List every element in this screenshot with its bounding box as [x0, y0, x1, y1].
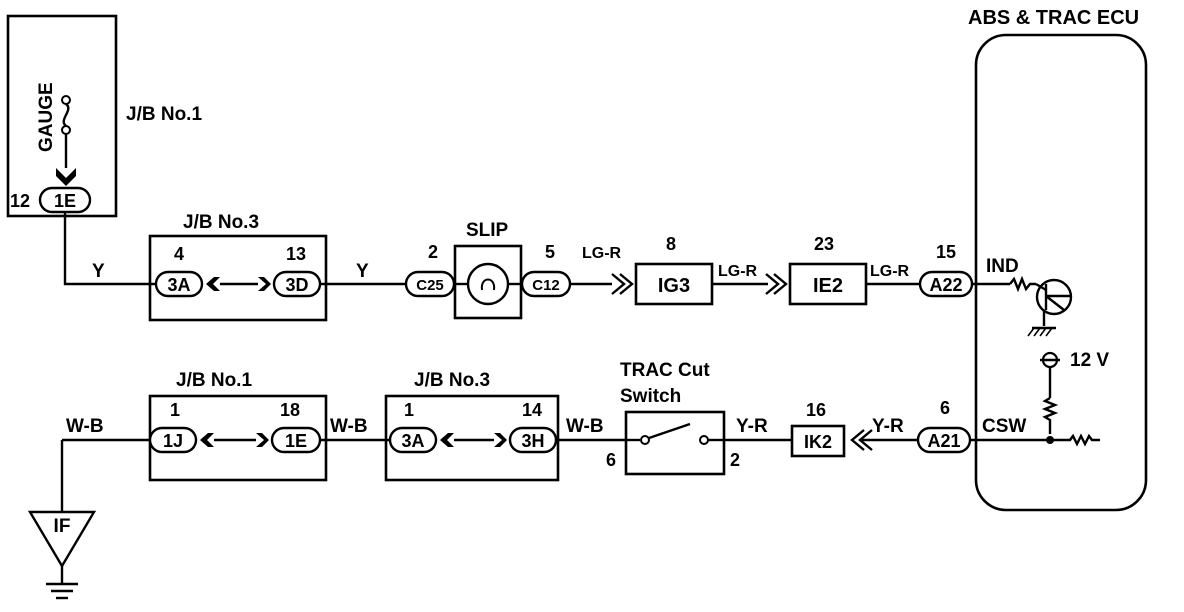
trac-switch-title-2: Switch: [620, 386, 681, 407]
jb3-bottom-right-conn-label: 3H: [521, 431, 544, 451]
wire-label-lgr2: LG-R: [718, 263, 758, 280]
jb3-top-box: [148, 234, 328, 322]
connector-arrow-icon: [256, 433, 269, 447]
supply-label: 12 V: [1070, 350, 1109, 371]
gauge-jb1-box: [6, 14, 118, 218]
connector-arrow-icon: [440, 433, 454, 447]
jb3-top-left-connector: [154, 270, 204, 298]
jb3-top-left-pin: 4: [174, 244, 184, 264]
trac-switch-box: [624, 410, 726, 476]
ground-label: IF: [54, 516, 71, 537]
gauge-label: GAUGE: [36, 82, 57, 152]
ie2-pin: 23: [814, 234, 834, 254]
wire-label-wb3: W-B: [566, 416, 604, 437]
jb1-bottom-title: J/B No.1: [176, 370, 252, 391]
ik2-pin: 16: [806, 400, 826, 420]
connector-arrow-icon: [206, 277, 220, 291]
ig3-label: IG3: [658, 275, 690, 297]
ig3-pin: 8: [666, 234, 676, 254]
wire-label-y1: Y: [92, 261, 105, 282]
trac-switch-left-pin: 6: [606, 450, 616, 470]
slip-lamp-icon: [466, 262, 510, 306]
ik2-label: IK2: [804, 432, 832, 452]
jb3-top-right-conn-label: 3D: [285, 275, 308, 295]
ie2-label: IE2: [813, 275, 843, 297]
jb1-bottom-right-conn-label: 1E: [285, 431, 307, 451]
resistor-icon: [1009, 275, 1036, 293]
a22-pin: 15: [936, 242, 956, 262]
jb3-top-left-conn-label: 3A: [167, 275, 190, 295]
supply-icon: [1040, 351, 1060, 369]
jb3-bottom-left-pin: 1: [404, 400, 414, 420]
wire-label-lgr1: LG-R: [582, 245, 622, 262]
wire-label-wb2: W-B: [330, 416, 368, 437]
ground-icon: [1027, 326, 1056, 337]
ik2-box: [790, 424, 846, 458]
gauge-jb-label: J/B No.1: [126, 104, 202, 125]
slip-left-pin: 2: [428, 242, 438, 262]
jb1-bottom-right-pin: 18: [280, 400, 300, 420]
jb3-bottom-right-pin: 14: [522, 400, 542, 420]
jb3-bottom-title: J/B No.3: [414, 370, 490, 391]
wire-label-lgr3: LG-R: [870, 263, 910, 280]
slip-right-pin: 5: [545, 242, 555, 262]
switch-icon: [626, 422, 724, 445]
ground-point: [27, 510, 97, 569]
jb1-bottom-left-pin: 1: [170, 400, 180, 420]
a22-conn-label: A22: [929, 275, 962, 295]
trac-switch-right-pin: 2: [730, 450, 740, 470]
a21-pin: 6: [940, 398, 950, 418]
jb1-bottom-left-conn-label: 1J: [163, 431, 183, 451]
jb3-top-title: J/B No.3: [183, 212, 259, 233]
a21-conn-label: A21: [927, 431, 960, 451]
wire-label-wb1: W-B: [66, 416, 104, 437]
connector-arrow-icon: [200, 433, 214, 447]
jb3-bottom-left-connector: [388, 426, 438, 454]
jb3-top-right-pin: 13: [286, 244, 306, 264]
ecu-box: [974, 33, 1148, 512]
jb3-bottom-left-conn-label: 3A: [401, 431, 424, 451]
resistor-icon: [1041, 396, 1059, 434]
ground-icon: [46, 566, 78, 600]
wire-label-yr1: Y-R: [736, 416, 768, 437]
wire-label-yr2: Y-R: [872, 416, 904, 437]
ecu-title: ABS & TRAC ECU: [968, 7, 1139, 29]
jb1-bottom-left-connector: [148, 426, 198, 454]
slip-left-conn-label: C25: [416, 277, 444, 294]
slip-title: SLIP: [466, 220, 509, 241]
transistor-icon: [1035, 278, 1073, 316]
gauge-connector-label: 1E: [54, 191, 76, 211]
jb3-bottom-box: [384, 394, 560, 482]
wire-y-gauge: [63, 212, 155, 286]
a22-signal: IND: [986, 256, 1019, 277]
inline-connector-icon: [765, 273, 788, 295]
connector-arrow-icon: [258, 277, 271, 291]
slip-right-conn-label: C12: [532, 277, 560, 294]
gauge-fuse-icon: [61, 95, 71, 168]
trac-switch-title-1: TRAC Cut: [620, 360, 710, 381]
gauge-connector-arrow-icon: [56, 168, 76, 186]
resistor-icon: [1050, 433, 1100, 447]
inline-connector-icon: [611, 273, 634, 295]
gauge-pin: 12: [10, 191, 30, 211]
a21-signal: CSW: [982, 416, 1026, 437]
connector-arrow-icon: [494, 433, 507, 447]
wire-label-y2: Y: [356, 261, 369, 282]
